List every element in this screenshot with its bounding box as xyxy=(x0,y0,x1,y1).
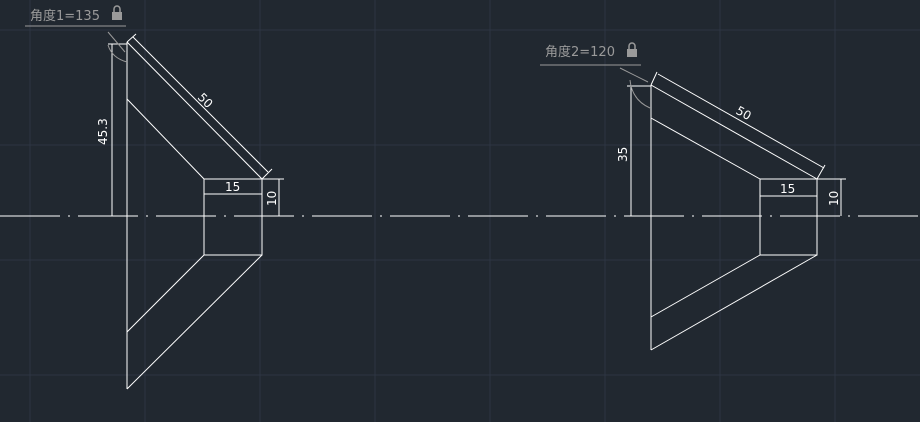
left-slant-dimension[interactable]: 50 xyxy=(195,90,216,111)
right-width-dimension[interactable]: 15 xyxy=(780,182,795,196)
right-part[interactable] xyxy=(650,84,818,351)
left-part[interactable] xyxy=(126,41,263,390)
left-angle-constraint[interactable] xyxy=(25,25,128,63)
left-height-dimension[interactable]: 45.3 xyxy=(96,118,110,145)
left-dimensions[interactable] xyxy=(108,33,284,216)
right-dimensions[interactable] xyxy=(627,71,846,216)
right-angle-constraint[interactable] xyxy=(540,64,651,109)
right-angle-label[interactable]: 角度2=120 xyxy=(545,44,615,60)
right-height-dimension[interactable]: 35 xyxy=(616,147,630,162)
lock-icon xyxy=(112,5,122,20)
right-slant-dimension[interactable]: 50 xyxy=(734,103,754,123)
lock-icon xyxy=(627,42,637,57)
left-width-dimension[interactable]: 15 xyxy=(225,180,240,194)
left-small-height-dimension[interactable]: 10 xyxy=(265,191,279,206)
left-angle-label[interactable]: 角度1=135 xyxy=(30,8,100,24)
right-small-height-dimension[interactable]: 10 xyxy=(827,191,841,206)
